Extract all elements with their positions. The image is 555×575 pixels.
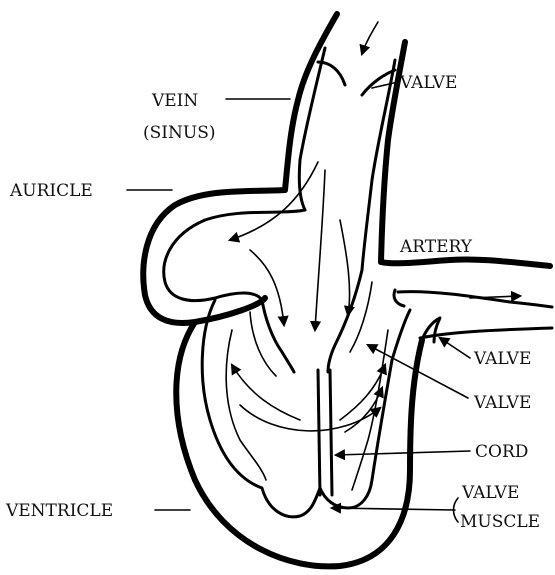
auricle-down-arrow	[250, 250, 284, 325]
sinus-to-auricle-arrow	[230, 162, 318, 240]
vein-label: VEIN	[151, 91, 198, 111]
av-valve-left-inner	[250, 312, 276, 376]
sinus-inner-left-wall	[299, 48, 325, 210]
labels: VEIN (SINUS) VALVE AURICLE ARTERY VALVE …	[5, 73, 540, 532]
valve-top-label: VALVE	[399, 73, 457, 93]
artery-lower-wall	[398, 292, 552, 307]
ventricle-label: VENTRICLE	[5, 501, 113, 521]
sinus-down-arrow	[315, 170, 325, 330]
auricle-label: AURICLE	[9, 181, 93, 201]
inner-valve-label: VALVE	[473, 393, 531, 413]
sinus-label: (SINUS)	[143, 123, 215, 143]
artery-valve-label: VALVE	[473, 349, 531, 369]
valve-muscle-leader-line	[332, 508, 455, 510]
ventricle-bottom-swirl-arrow	[240, 405, 380, 431]
av-valve-right-flap	[328, 270, 362, 372]
sinus-inner-right-wall	[362, 60, 395, 270]
cord-leader-line	[336, 451, 470, 455]
leader-lines	[127, 82, 470, 522]
artery-valve-leader-line	[440, 338, 470, 358]
ventricle-left-swirl-arrow	[232, 365, 300, 420]
auricle-to-ventricle-arrow	[340, 220, 350, 315]
artery-label: ARTERY	[399, 237, 473, 257]
auricle-inner-wall	[164, 210, 305, 301]
cord-label: CORD	[475, 442, 528, 462]
ventricle-outer-wall	[176, 322, 422, 566]
av-valve-left-flap	[262, 300, 294, 372]
artery-inner-wall	[420, 328, 552, 338]
av-valve-right-inner	[350, 282, 372, 352]
cord-line-left	[318, 370, 320, 495]
valve-muscle-label-1: VALVE	[461, 483, 519, 503]
cord-line-right	[330, 370, 332, 495]
inflow-arrow	[362, 22, 378, 54]
valve-muscle-label-2: MUSCLE	[460, 512, 540, 532]
artery-upper-wall	[381, 259, 550, 266]
